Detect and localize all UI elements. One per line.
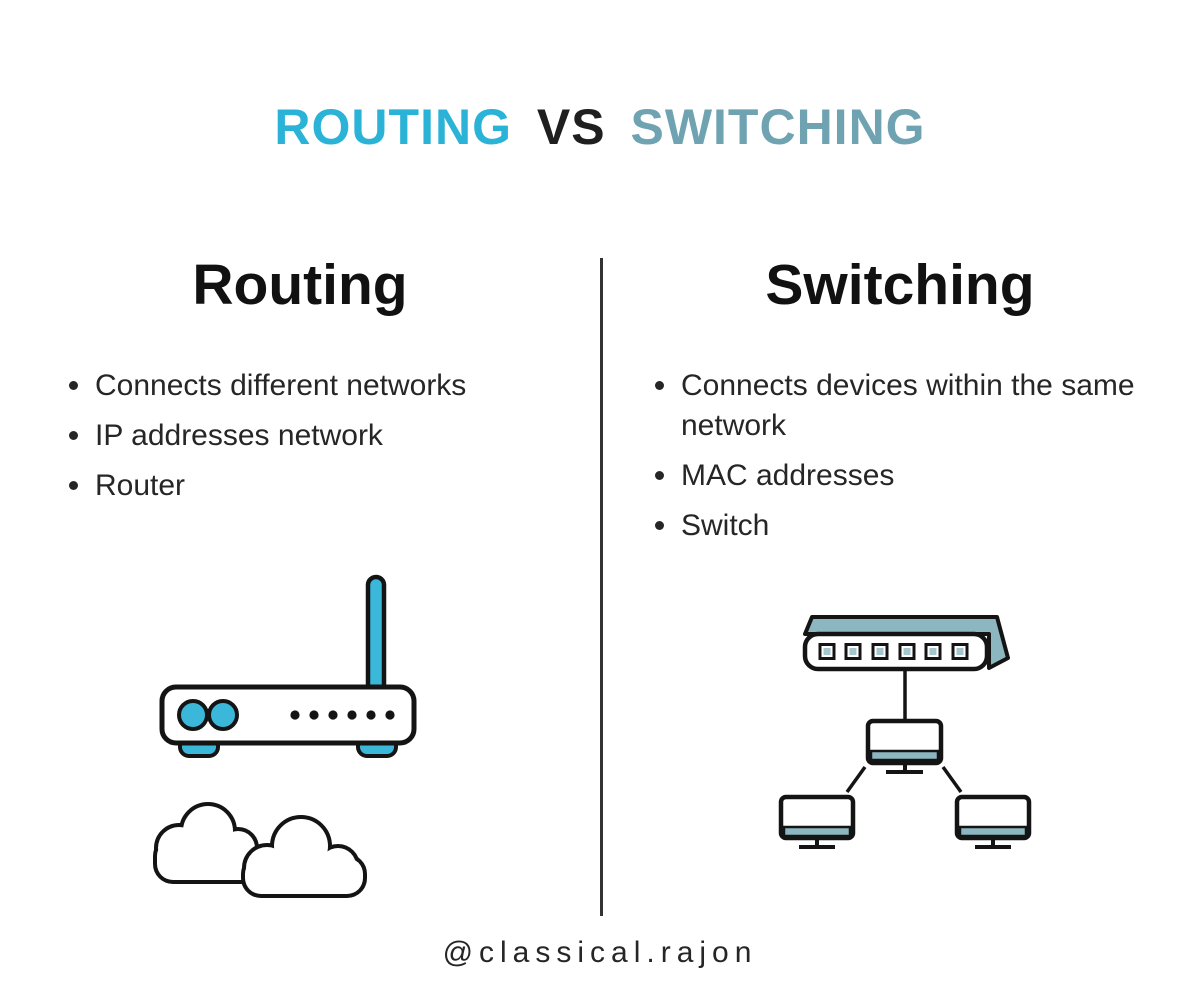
- bullet-item: Connects different networks: [66, 366, 556, 406]
- switch-ports: [818, 643, 969, 660]
- monitor-top: [865, 718, 944, 774]
- title-switching: SWITCHING: [630, 99, 926, 155]
- column-divider: [600, 258, 603, 916]
- bullet-item: Connects devices within the same network: [652, 366, 1177, 446]
- bullet-item: Switch: [652, 506, 1177, 546]
- routing-bullet-list: Connects different networks IP addresses…: [66, 366, 556, 516]
- author-handle: @classical.rajon: [442, 936, 758, 969]
- router-led-circles: [177, 699, 239, 731]
- cloud-back: [153, 802, 261, 884]
- bullet-item: IP addresses network: [66, 416, 556, 456]
- title-routing: ROUTING: [274, 99, 512, 155]
- switching-bullet-list: Connects devices within the same network…: [652, 366, 1177, 556]
- switch-network-icon: [778, 615, 1032, 849]
- router-icon: [159, 574, 417, 758]
- cloud-front: [241, 815, 367, 898]
- routing-heading: Routing: [192, 253, 408, 317]
- connection-lines: [845, 670, 963, 794]
- switch-device: [802, 615, 1010, 672]
- router-dots: [290, 710, 395, 720]
- bullet-item: Router: [66, 466, 556, 506]
- monitor-right: [954, 794, 1032, 849]
- clouds-icon: [153, 802, 367, 898]
- bullet-item: MAC addresses: [652, 456, 1177, 496]
- page-title: ROUTING VS SWITCHING: [0, 98, 1200, 156]
- switching-heading: Switching: [765, 253, 1035, 317]
- router-antenna: [365, 574, 387, 698]
- monitor-left: [778, 794, 856, 849]
- title-vs: VS: [536, 99, 606, 155]
